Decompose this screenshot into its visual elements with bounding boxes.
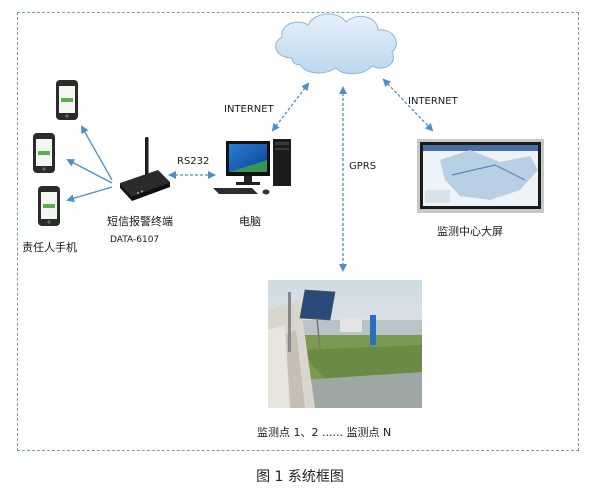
gprs-label: GPRS: [349, 161, 377, 172]
arrow-terminal-phone-3: [66, 186, 113, 203]
sms-model-label: DATA-6107: [110, 235, 160, 245]
diagram-frame: [17, 12, 579, 451]
sms-terminal-label: 短信报警终端: [107, 215, 173, 228]
phone-icon: [56, 80, 78, 120]
monitoring-points-label: 监测点 1、2 ...... 监测点 N: [257, 426, 392, 439]
rs232-label: RS232: [177, 156, 210, 167]
gsm-terminal-icon: [120, 137, 170, 201]
arrow-cloud-screen: [382, 78, 434, 132]
desktop-computer-icon: [213, 139, 291, 195]
big-screen-label: 监测中心大屏: [437, 225, 503, 238]
internet-left-label: INTERNET: [224, 104, 274, 115]
phone-icon: [38, 186, 60, 226]
phone-icon: [33, 133, 55, 173]
arrow-cloud-computer: [271, 82, 310, 132]
internet-right-label: INTERNET: [408, 96, 458, 107]
monitor-screen-icon: [417, 139, 544, 213]
connection-arrows: [66, 78, 434, 272]
arrow-terminal-phone-1: [81, 125, 113, 181]
cloud-icon: [275, 13, 397, 75]
phones-label: 责任人手机: [22, 241, 77, 254]
figure-caption: 图 1 系统框图: [256, 469, 344, 485]
monitoring-site-photo: [268, 280, 422, 408]
arrow-terminal-phone-2: [66, 159, 113, 184]
computer-label: 电脑: [239, 215, 261, 228]
